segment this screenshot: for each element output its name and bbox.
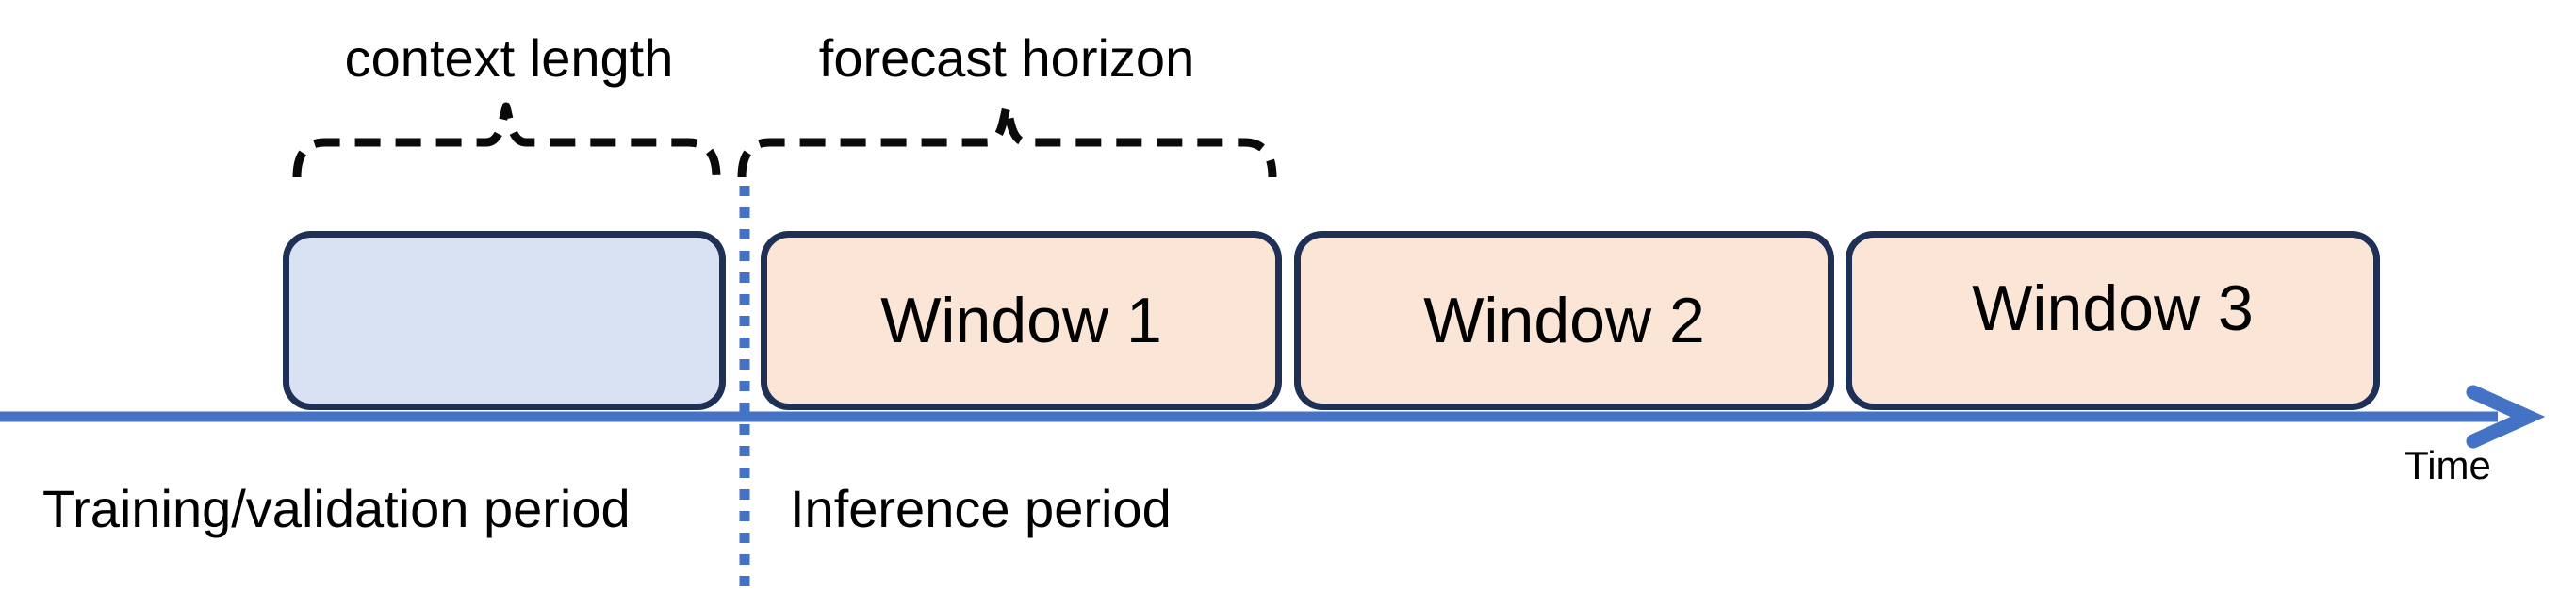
context-length-label: context length <box>344 28 674 88</box>
window-1-label: Window 1 <box>880 285 1162 356</box>
context-window-box <box>283 231 726 410</box>
forecast-window-box-3: Window 3 <box>1846 231 2380 410</box>
window-2-label: Window 2 <box>1423 285 1705 356</box>
forecast-horizon-label: forecast horizon <box>818 28 1195 88</box>
time-axis-arrowhead-icon <box>2466 385 2546 449</box>
training-validation-period-label: Training/validation period <box>42 479 631 538</box>
context-length-brace <box>292 102 721 178</box>
window-3-label: Window 3 <box>1972 272 2254 344</box>
inference-period-label: Inference period <box>790 479 1172 538</box>
forecast-window-box-2: Window 2 <box>1294 231 1834 410</box>
time-axis-label: Time <box>2404 443 2491 487</box>
forecast-window-box-1: Window 1 <box>761 231 1282 410</box>
forecast-horizon-brace <box>737 102 1277 178</box>
